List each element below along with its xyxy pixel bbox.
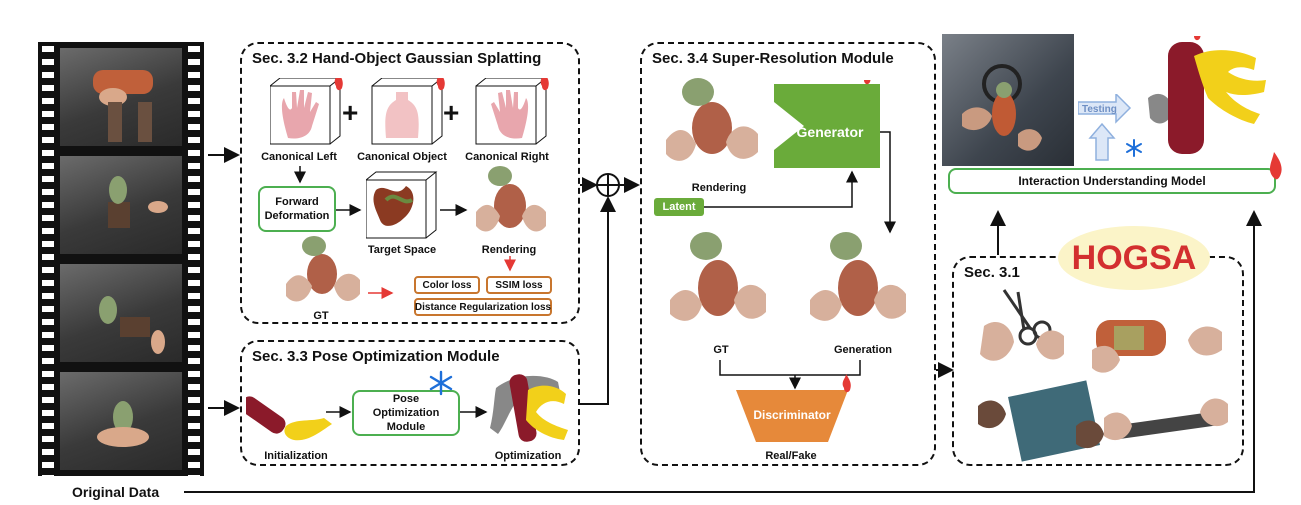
sec32-rendering-image xyxy=(476,166,546,232)
latent-box: Latent xyxy=(654,198,704,216)
film-frame-content xyxy=(93,70,168,447)
optimization-image xyxy=(490,374,568,442)
sec34-generation-label: Generation xyxy=(833,344,893,356)
discriminator-label: Discriminator xyxy=(753,408,831,422)
testing-photo-content xyxy=(962,64,1042,151)
fire-icon xyxy=(842,374,851,393)
ssim-loss-box: SSIM loss xyxy=(486,276,552,294)
interaction-model-box: Interaction Understanding Model xyxy=(948,168,1276,194)
sec34-rendering-label: Rendering xyxy=(691,182,747,194)
sec32-panel xyxy=(240,42,580,324)
canonical-left-cube xyxy=(270,78,341,145)
initialization-label: Initialization xyxy=(264,450,328,462)
distance-loss-box: Distance Regularization loss xyxy=(414,298,552,316)
sec32-gt-image xyxy=(286,236,360,302)
fire-icon xyxy=(334,78,549,91)
forward-deformation-box: Forward Deformation xyxy=(258,186,336,232)
bottle-sample xyxy=(1092,320,1222,373)
testing-arrows xyxy=(1078,94,1132,161)
optimization-label: Optimization xyxy=(494,450,562,462)
canonical-object-cube xyxy=(371,78,443,145)
sec32-rendering-label: Rendering xyxy=(481,244,537,256)
discriminator-shape xyxy=(736,374,851,442)
sec34-gt-image xyxy=(670,232,766,321)
film-sprocket-right xyxy=(188,42,200,476)
book-sample xyxy=(978,380,1104,462)
sec32-gt-label: GT xyxy=(313,310,329,322)
fire-icon xyxy=(1269,152,1282,180)
film-strip xyxy=(38,42,204,476)
sec32-title: Sec. 3.2 Hand-Object Gaussian Splatting xyxy=(252,50,542,67)
initialization-image xyxy=(246,396,332,441)
snowflake-icon xyxy=(429,370,453,396)
generator-label: Generator xyxy=(796,124,864,140)
scissors-sample xyxy=(980,289,1064,361)
sec34-generation-image xyxy=(810,232,906,321)
canonical-object-label: Canonical Object xyxy=(357,151,447,163)
sec34-title: Sec. 3.4 Super-Resolution Module xyxy=(652,50,894,67)
canonical-left-label: Canonical Left xyxy=(261,151,337,163)
canonical-right-cube xyxy=(475,78,547,145)
original-data-label: Original Data xyxy=(72,484,160,500)
target-space-label: Target Space xyxy=(367,244,437,256)
sec34-panel xyxy=(640,42,936,466)
interaction-result-image xyxy=(1148,36,1266,154)
interaction-model-label: Interaction Understanding Model xyxy=(1018,174,1206,188)
testing-label: Testing xyxy=(1082,104,1117,115)
color-loss-box: Color loss xyxy=(414,276,480,294)
hogsa-logo: HOGSA xyxy=(1058,226,1210,290)
fire-icon xyxy=(1194,36,1201,41)
plus-sign-2: + xyxy=(443,97,459,128)
target-space-cube xyxy=(366,171,438,239)
latent-label: Latent xyxy=(662,201,696,213)
canonical-cubes xyxy=(270,78,549,145)
sec33-panel xyxy=(240,340,580,466)
canonical-right-label: Canonical Right xyxy=(465,151,549,163)
sec33-title: Sec. 3.3 Pose Optimization Module xyxy=(252,348,500,365)
strap-sample xyxy=(1104,398,1228,441)
plus-sign-1: + xyxy=(342,97,358,128)
sec31-samples xyxy=(978,289,1228,462)
sec34-rendering-image xyxy=(666,78,758,161)
sec31-title: Sec. 3.1 xyxy=(964,264,1020,281)
pose-optimization-module-box: Pose Optimization Module xyxy=(352,390,460,436)
generator-shape xyxy=(774,80,880,168)
film-sprocket-left xyxy=(42,42,54,476)
fire-icon xyxy=(864,80,871,85)
sec34-gt-label: GT xyxy=(713,344,729,356)
hogsa-label: HOGSA xyxy=(1071,238,1197,277)
real-fake-label: Real/Fake xyxy=(765,450,817,462)
snowflake-icon xyxy=(1126,139,1142,157)
